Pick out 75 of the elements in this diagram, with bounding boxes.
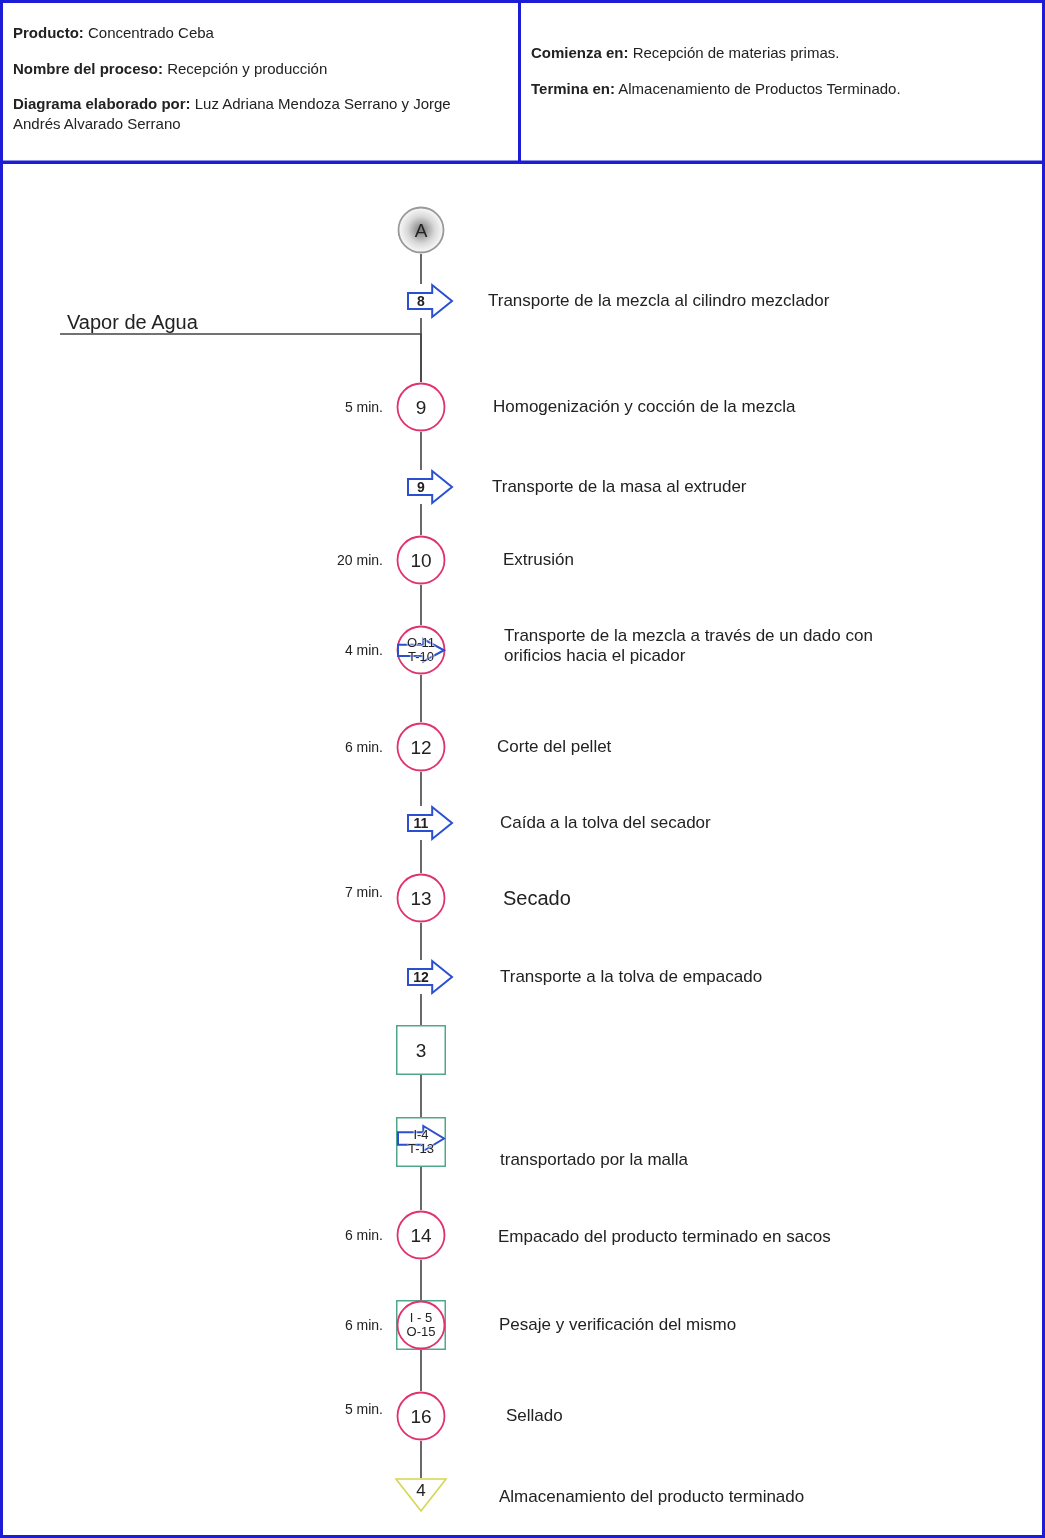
transport-symbol <box>407 284 453 318</box>
step-number: 3 <box>415 1040 427 1060</box>
flow-line <box>420 922 422 961</box>
header-field: Termina en: Almacenamiento de Productos Terminado. <box>531 78 901 98</box>
flow-line <box>420 1440 422 1479</box>
step-number: 8 <box>417 294 425 308</box>
input-label: Vapor de Agua <box>67 310 198 334</box>
header-field: Producto: Concentrado Ceba <box>13 23 214 43</box>
step-number: 13 <box>410 888 432 908</box>
flow-line <box>420 1074 422 1118</box>
step-number: A <box>414 220 428 240</box>
duration-label: 20 min. <box>337 552 383 568</box>
step-number: 4 <box>416 1481 426 1499</box>
duration-label: 6 min. <box>344 739 383 755</box>
operation-circle <box>396 873 446 923</box>
step-description: Secado <box>503 886 571 910</box>
operation-circle <box>396 535 446 585</box>
flow-line <box>420 253 422 285</box>
connector-circle <box>397 206 445 254</box>
flow-line <box>420 771 422 807</box>
header-panel <box>0 0 521 164</box>
step-description: Almacenamiento del producto terminado <box>499 1487 805 1507</box>
flow-line <box>420 1166 422 1211</box>
inspection-square <box>396 1025 446 1075</box>
step-number: 9 <box>417 480 425 494</box>
duration-label: 7 min. <box>344 884 383 900</box>
operation-circle <box>396 382 446 432</box>
inspection-transport-symbol <box>396 1117 446 1167</box>
inspection-operation-symbol <box>396 1300 446 1350</box>
step-description: Transporte de la masa al extruder <box>492 477 747 497</box>
header-field: Comienza en: Recepción de materias primas. <box>531 43 840 63</box>
flow-line <box>420 503 422 536</box>
duration-label: 6 min. <box>344 1227 383 1243</box>
duration-label: 4 min. <box>344 642 383 658</box>
duration-label: 5 min. <box>344 1401 383 1417</box>
transport-symbol <box>407 806 453 840</box>
flow-line <box>420 1259 422 1301</box>
flow-line <box>420 839 422 874</box>
step-description: Pesaje y verificación del mismo <box>499 1315 737 1335</box>
header-field: Nombre del proceso: Recepción y producción <box>13 58 328 78</box>
flow-line <box>420 674 422 723</box>
flow-line <box>420 431 422 471</box>
step-description: Corte del pellet <box>497 737 612 757</box>
step-description: Extrusión <box>503 550 574 570</box>
step-number: 14 <box>410 1225 432 1245</box>
step-number: O-15 <box>406 1325 436 1340</box>
step-number: 10 <box>410 550 432 570</box>
step-description: transportado por la malla <box>500 1150 689 1170</box>
step-description: Transporte de la mezcla a través de un dado con orificios hacia el picador <box>504 626 874 666</box>
step-description: Transporte de la mezcla al cilindro mezclador <box>488 291 830 311</box>
flow-line <box>420 993 422 1026</box>
flow-line <box>420 584 422 626</box>
step-number: 16 <box>410 1406 432 1426</box>
step-description: Sellado <box>506 1406 563 1426</box>
step-description: Homogenización y cocción de la mezcla <box>493 397 796 417</box>
step-number: 12 <box>410 737 432 757</box>
step-number: I - 5 <box>409 1310 433 1325</box>
operation-circle <box>396 722 446 772</box>
header-field: Diagrama elaborado por: Luz Adriana Mendoza Serrano y Jorge Andrés Alvarado Serrano <box>13 94 453 133</box>
operation-circle <box>396 1391 446 1441</box>
step-number: 9 <box>415 397 427 417</box>
step-number: 12 <box>413 970 429 984</box>
duration-label: 6 min. <box>344 1317 383 1333</box>
flow-line <box>59 333 422 383</box>
transport-symbol <box>407 960 453 994</box>
transport-symbol <box>407 470 453 504</box>
header-panel <box>518 0 1045 164</box>
operation-circle <box>396 1210 446 1260</box>
step-description: Caída a la tolva del secador <box>500 813 711 833</box>
duration-label: 5 min. <box>344 399 383 415</box>
flow-line <box>420 1349 422 1392</box>
step-description: Transporte a la tolva de empacado <box>500 967 763 987</box>
storage-triangle <box>395 1478 447 1512</box>
step-number: 11 <box>413 816 429 830</box>
step-description: Empacado del producto terminado en sacos <box>498 1227 831 1247</box>
